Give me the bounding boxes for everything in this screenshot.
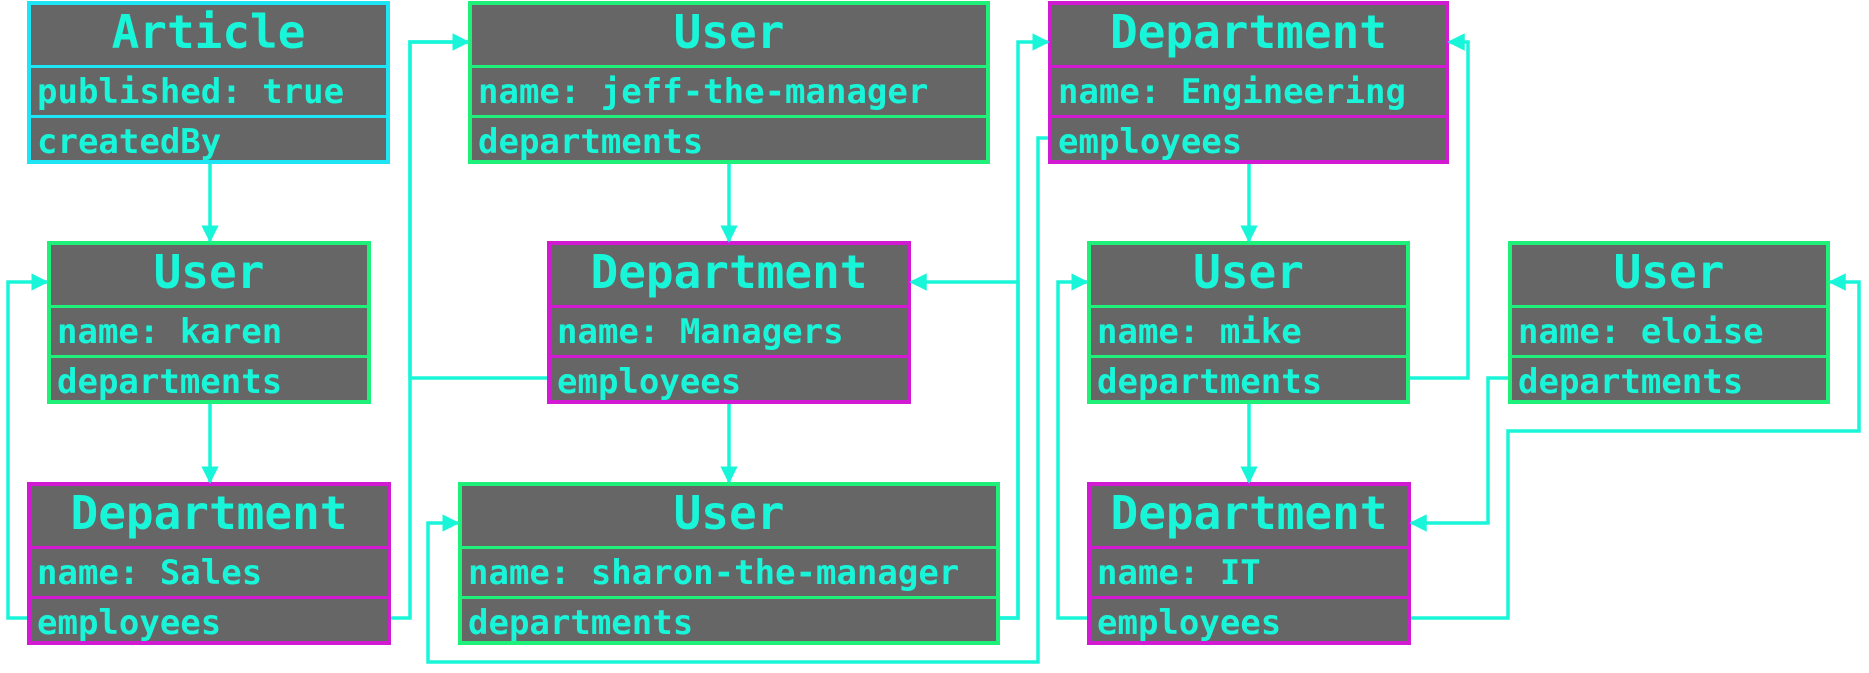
node-field: name: jeff-the-manager (472, 65, 986, 115)
node-department-sales: Department name: Sales employees (27, 482, 391, 645)
node-field: published: true (31, 65, 386, 115)
node-field: departments (51, 355, 367, 405)
node-article: Article published: true createdBy (27, 1, 390, 164)
node-title: User (673, 486, 785, 540)
node-title: Article (111, 5, 306, 59)
node-field: departments (472, 115, 986, 165)
node-department-engineering: Department name: Engineering employees (1048, 1, 1449, 164)
node-field: employees (551, 355, 907, 405)
edge-eloise-departments-to-it (1409, 376, 1508, 532)
node-user-jeff: User name: jeff-the-manager departments (468, 1, 990, 164)
node-title: Department (1110, 5, 1387, 59)
node-field: employees (1091, 596, 1407, 646)
node-user-eloise: User name: eloise departments (1508, 241, 1830, 404)
node-title: Department (590, 245, 868, 299)
node-field: name: sharon-the-manager (462, 546, 996, 596)
node-department-it: Department name: IT employees (1087, 482, 1411, 645)
node-field: employees (1052, 115, 1445, 165)
node-user-sharon: User name: sharon-the-manager department… (458, 482, 1000, 645)
node-field: name: Sales (31, 546, 387, 596)
node-field: name: mike (1091, 305, 1406, 355)
node-title: Department (70, 486, 348, 540)
node-field: name: IT (1091, 546, 1407, 596)
node-field: createdBy (31, 115, 386, 165)
node-field: name: Managers (551, 305, 907, 355)
node-field: name: karen (51, 305, 367, 355)
node-title: User (153, 245, 265, 299)
edge-sharon-departments-to-engineering (1000, 33, 1050, 620)
node-user-mike: User name: mike departments (1087, 241, 1410, 404)
node-field: departments (1091, 355, 1406, 405)
node-field: name: Engineering (1052, 65, 1445, 115)
edge-sales-employees-to-jeff (391, 33, 470, 620)
edge-it-employees-to-mike (1056, 273, 1089, 620)
node-field: departments (1512, 355, 1826, 405)
node-field: departments (462, 596, 996, 646)
node-title: User (1613, 245, 1725, 299)
node-field: name: eloise (1512, 305, 1826, 355)
node-title: Department (1110, 486, 1388, 540)
node-user-karen: User name: karen departments (47, 241, 371, 404)
node-title: User (673, 5, 785, 59)
node-department-managers: Department name: Managers employees (547, 241, 911, 404)
node-title: User (1193, 245, 1304, 299)
node-field: employees (31, 596, 387, 646)
